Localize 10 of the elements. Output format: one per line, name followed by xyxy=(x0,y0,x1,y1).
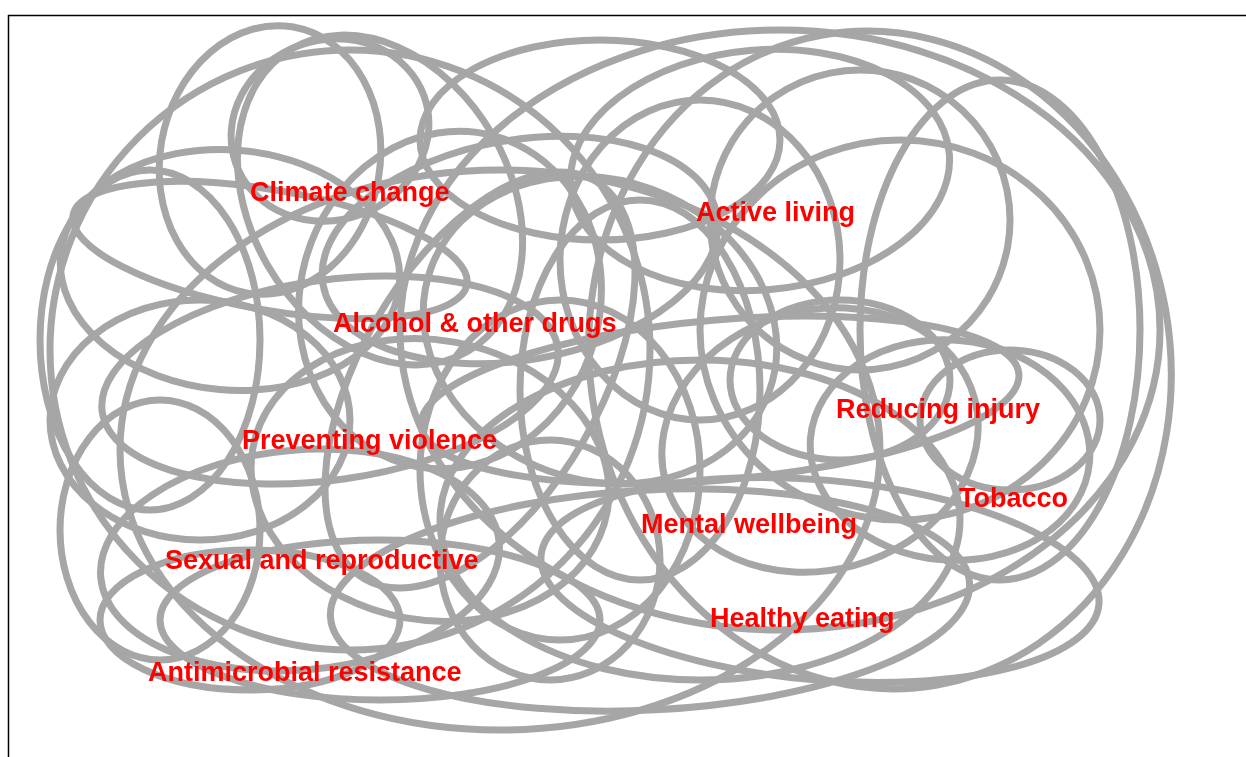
topic-label: Active living xyxy=(696,198,856,226)
topic-label: Mental wellbeing xyxy=(641,510,858,538)
topic-label: Preventing violence xyxy=(242,426,498,454)
topic-label: Healthy eating xyxy=(710,604,895,632)
topic-label: Climate change xyxy=(250,178,450,206)
topic-label: Reducing injury xyxy=(836,395,1041,423)
topic-label: Antimicrobial resistance xyxy=(148,658,462,686)
topic-label: Sexual and reproductive xyxy=(165,546,479,574)
topic-label: Tobacco xyxy=(959,484,1068,512)
topic-label: Alcohol & other drugs xyxy=(333,309,617,337)
